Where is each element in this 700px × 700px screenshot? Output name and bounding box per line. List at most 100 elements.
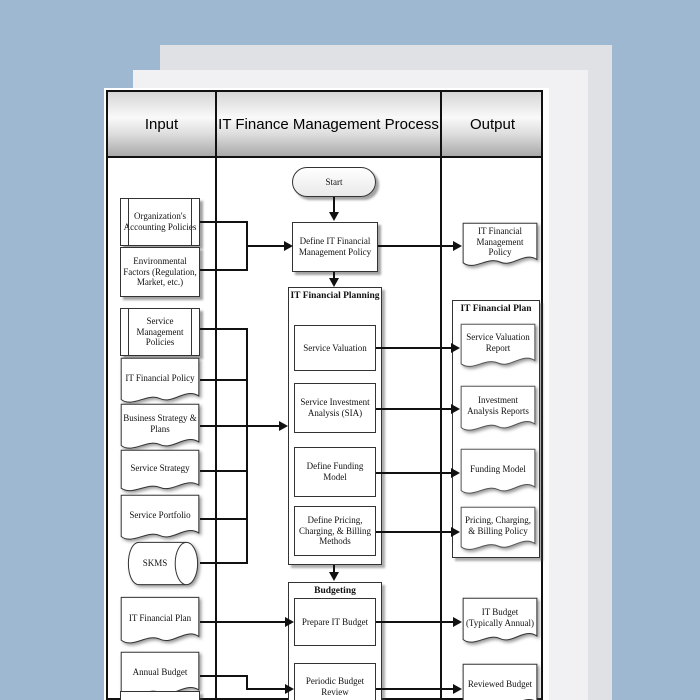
shape-label: SKMS: [142, 558, 168, 569]
group-title-budgeting: Budgeting: [314, 586, 356, 596]
input-shape-clipped: [120, 691, 200, 700]
shape-label: Business Strategy & Plans: [123, 413, 197, 434]
shape-label: Define IT Financial Management Policy: [298, 236, 372, 257]
connector-line: [246, 328, 248, 564]
output-it-financial-management-policy: IT Financial Management Policy: [462, 222, 538, 272]
arrowhead-icon: [329, 572, 339, 581]
connector-line: [200, 269, 247, 271]
document-icon: [120, 403, 200, 455]
shape-label: IT Budget (Typically Annual): [465, 607, 535, 628]
process-define-pricing-charging-billing: Define Pricing, Charging, & Billing Meth…: [294, 506, 376, 556]
shape-label: Service Valuation Report: [466, 332, 530, 353]
arrowhead-icon: [285, 684, 294, 694]
document-icon: [460, 506, 536, 556]
shape-label: Service Portfolio: [129, 509, 191, 520]
connector-line: [246, 688, 286, 690]
arrowhead-icon: [453, 241, 462, 251]
shape-label: Organization's Accounting Policies: [123, 211, 197, 232]
connector-line: [246, 245, 284, 247]
shape-label: Start: [325, 176, 343, 187]
input-service-strategy: Service Strategy: [120, 449, 200, 497]
connector-line: [376, 472, 451, 474]
connector-line: [333, 565, 335, 573]
arrowhead-icon: [453, 617, 462, 627]
connector-line: [376, 621, 453, 623]
process-define-funding-model: Define Funding Model: [294, 447, 376, 497]
input-environmental-factors: Environmental Factors (Regulation, Marke…: [120, 247, 200, 297]
arrowhead-icon: [329, 278, 339, 287]
arrowhead-icon: [284, 241, 293, 251]
document-icon: [460, 323, 536, 373]
output-reviewed-budget: Reviewed Budget: [462, 663, 538, 700]
shape-label: Environmental Factors (Regulation, Marke…: [123, 255, 197, 288]
column-header-output: Output: [469, 115, 516, 133]
connector-line: [376, 531, 451, 533]
arrowhead-icon: [285, 617, 294, 627]
output-it-budget-typically-annual: IT Budget (Typically Annual): [462, 597, 538, 649]
shape-label: Periodic Budget Review: [305, 676, 365, 697]
shape-label: Service Valuation: [303, 342, 367, 353]
input-service-portfolio: Service Portfolio: [120, 494, 200, 546]
document-icon: [462, 663, 538, 700]
input-service-management-policies: Service Management Policies: [120, 308, 200, 356]
output-funding-model: Funding Model: [460, 448, 536, 500]
connector-line: [200, 675, 247, 677]
output-investment-analysis-reports: Investment Analysis Reports: [460, 385, 536, 437]
process-periodic-budget-review: Periodic Budget Review: [294, 663, 376, 700]
header-bottom-border: [106, 156, 543, 158]
shape-label: IT Financial Policy: [125, 372, 195, 383]
output-pricing-charging-billing-policy: Pricing, Charging, & Billing Policy: [460, 506, 536, 556]
arrowhead-icon: [453, 684, 462, 694]
input-it-financial-policy: IT Financial Policy: [120, 357, 200, 409]
arrowhead-icon: [329, 212, 339, 221]
connector-line: [376, 408, 451, 410]
connector-line: [376, 688, 453, 690]
input-business-strategy-plans: Business Strategy & Plans: [120, 403, 200, 455]
column-header-input: Input: [144, 115, 179, 133]
document-icon: [120, 494, 200, 546]
process-service-valuation: Service Valuation: [294, 325, 376, 371]
arrowhead-icon: [451, 468, 460, 478]
arrowhead-icon: [451, 527, 460, 537]
connector-line: [333, 272, 335, 279]
connector-line: [333, 197, 335, 212]
connector-line: [200, 562, 246, 564]
connector-line: [200, 470, 246, 472]
column-header-process: IT Finance Management Process: [218, 115, 439, 133]
predefined-bar: [128, 309, 129, 355]
process-define-it-financial-management-policy: Define IT Financial Management Policy: [292, 222, 378, 272]
start-terminator: Start: [292, 167, 376, 197]
document-icon: [460, 385, 536, 437]
arrowhead-icon: [451, 343, 460, 353]
output-service-valuation-report: Service Valuation Report: [460, 323, 536, 373]
predefined-bar: [191, 309, 192, 355]
connector-line: [200, 425, 246, 427]
connector-line: [246, 675, 248, 690]
shape-label: Service Investment Analysis (SIA): [300, 397, 370, 418]
shape-label: Investment Analysis Reports: [467, 395, 529, 416]
connector-line: [200, 518, 246, 520]
connector-line: [378, 245, 453, 247]
shape-label: IT Financial Management Policy: [476, 225, 524, 258]
connector-line: [200, 379, 246, 381]
input-organizations-accounting-policies: Organization's Accounting Policies: [120, 198, 200, 246]
input-it-financial-plan: IT Financial Plan: [120, 596, 200, 650]
document-icon: [120, 449, 200, 497]
connector-line: [246, 425, 280, 427]
shape-label: Annual Budget: [132, 666, 188, 677]
arrowhead-icon: [451, 404, 460, 414]
connector-line: [376, 347, 451, 349]
connector-line: [200, 328, 246, 330]
connector-line: [200, 221, 247, 223]
arrowhead-icon: [279, 421, 288, 431]
shape-label: Define Pricing, Charging, & Billing Meth…: [298, 514, 372, 547]
document-icon: [460, 448, 536, 500]
process-prepare-it-budget: Prepare IT Budget: [294, 598, 376, 646]
shape-label: IT Financial Plan: [128, 612, 192, 623]
group-title-it-financial-planning: IT Financial Planning: [290, 291, 380, 301]
shape-label: Prepare IT Budget: [301, 616, 369, 627]
shape-label: Define Funding Model: [306, 461, 364, 482]
document-icon: [120, 596, 200, 650]
shape-label: Pricing, Charging, & Billing Policy: [464, 515, 532, 536]
